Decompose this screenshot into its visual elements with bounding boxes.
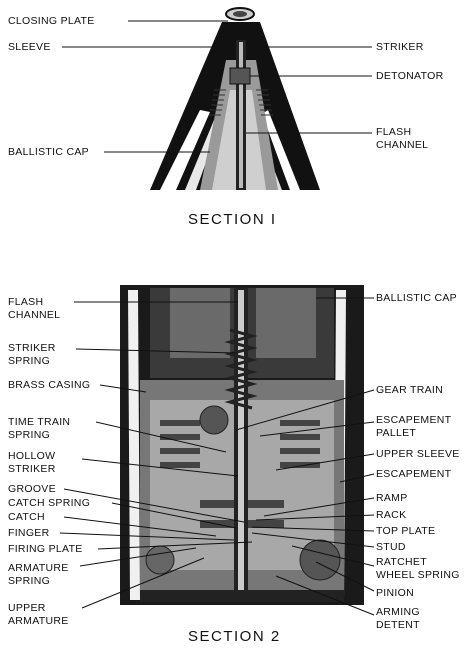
label-closing-plate: CLOSING PLATE <box>8 15 95 27</box>
label-striker: STRIKER <box>376 41 424 53</box>
label-flash-channel-2b: CHANNEL <box>8 309 61 321</box>
label-ratchet-wheel-spring-b: WHEEL SPRING <box>376 569 460 581</box>
label-time-train-spring-b: SPRING <box>8 429 51 441</box>
label-arming-detent-a: ARMING <box>376 606 420 618</box>
label-upper-sleeve: UPPER SLEEVE <box>376 448 460 460</box>
label-flash-channel-2a: FLASH <box>8 296 44 308</box>
label-finger: FINGER <box>8 527 50 539</box>
label-hollow-striker-b: STRIKER <box>8 463 56 475</box>
section-1-title: SECTION I <box>188 211 277 228</box>
label-catch-spring: CATCH SPRING <box>8 497 91 509</box>
label-flash-channel-1b: CHANNEL <box>376 139 429 151</box>
label-top-plate: TOP PLATE <box>376 525 436 537</box>
label-flash-channel-1a: FLASH <box>376 126 412 138</box>
label-sleeve: SLEEVE <box>8 41 51 53</box>
label-striker-spring-b: SPRING <box>8 355 51 367</box>
label-ratchet-wheel-spring-a: RATCHET <box>376 556 427 568</box>
label-escapement: ESCAPEMENT <box>376 468 452 480</box>
label-arming-detent-b: DETENT <box>376 619 420 631</box>
label-escapement-pallet-a: ESCAPEMENT <box>376 414 452 426</box>
label-catch: CATCH <box>8 511 45 523</box>
label-detonator: DETONATOR <box>376 70 444 82</box>
label-groove: GROOVE <box>8 483 56 495</box>
label-firing-plate: FIRING PLATE <box>8 543 83 555</box>
label-brass-casing: BRASS CASING <box>8 379 91 391</box>
label-armature-spring-b: SPRING <box>8 575 51 587</box>
label-ballistic-cap-1: BALLISTIC CAP <box>8 146 89 158</box>
label-armature-spring-a: ARMATURE <box>8 562 69 574</box>
label-upper-armature-b: ARMATURE <box>8 615 69 627</box>
section-2-title: SECTION 2 <box>188 628 281 645</box>
label-rack: RACK <box>376 509 407 521</box>
label-hollow-striker-a: HOLLOW <box>8 450 56 462</box>
label-gear-train: GEAR TRAIN <box>376 384 443 396</box>
label-ramp: RAMP <box>376 492 408 504</box>
label-time-train-spring-a: TIME TRAIN <box>8 416 71 428</box>
label-upper-armature-a: UPPER <box>8 602 46 614</box>
label-escapement-pallet-b: PALLET <box>376 427 417 439</box>
label-pinion: PINION <box>376 587 414 599</box>
label-stud: STUD <box>376 541 406 553</box>
label-striker-spring-a: STRIKER <box>8 342 56 354</box>
label-ballistic-cap-2: BALLISTIC CAP <box>376 292 457 304</box>
